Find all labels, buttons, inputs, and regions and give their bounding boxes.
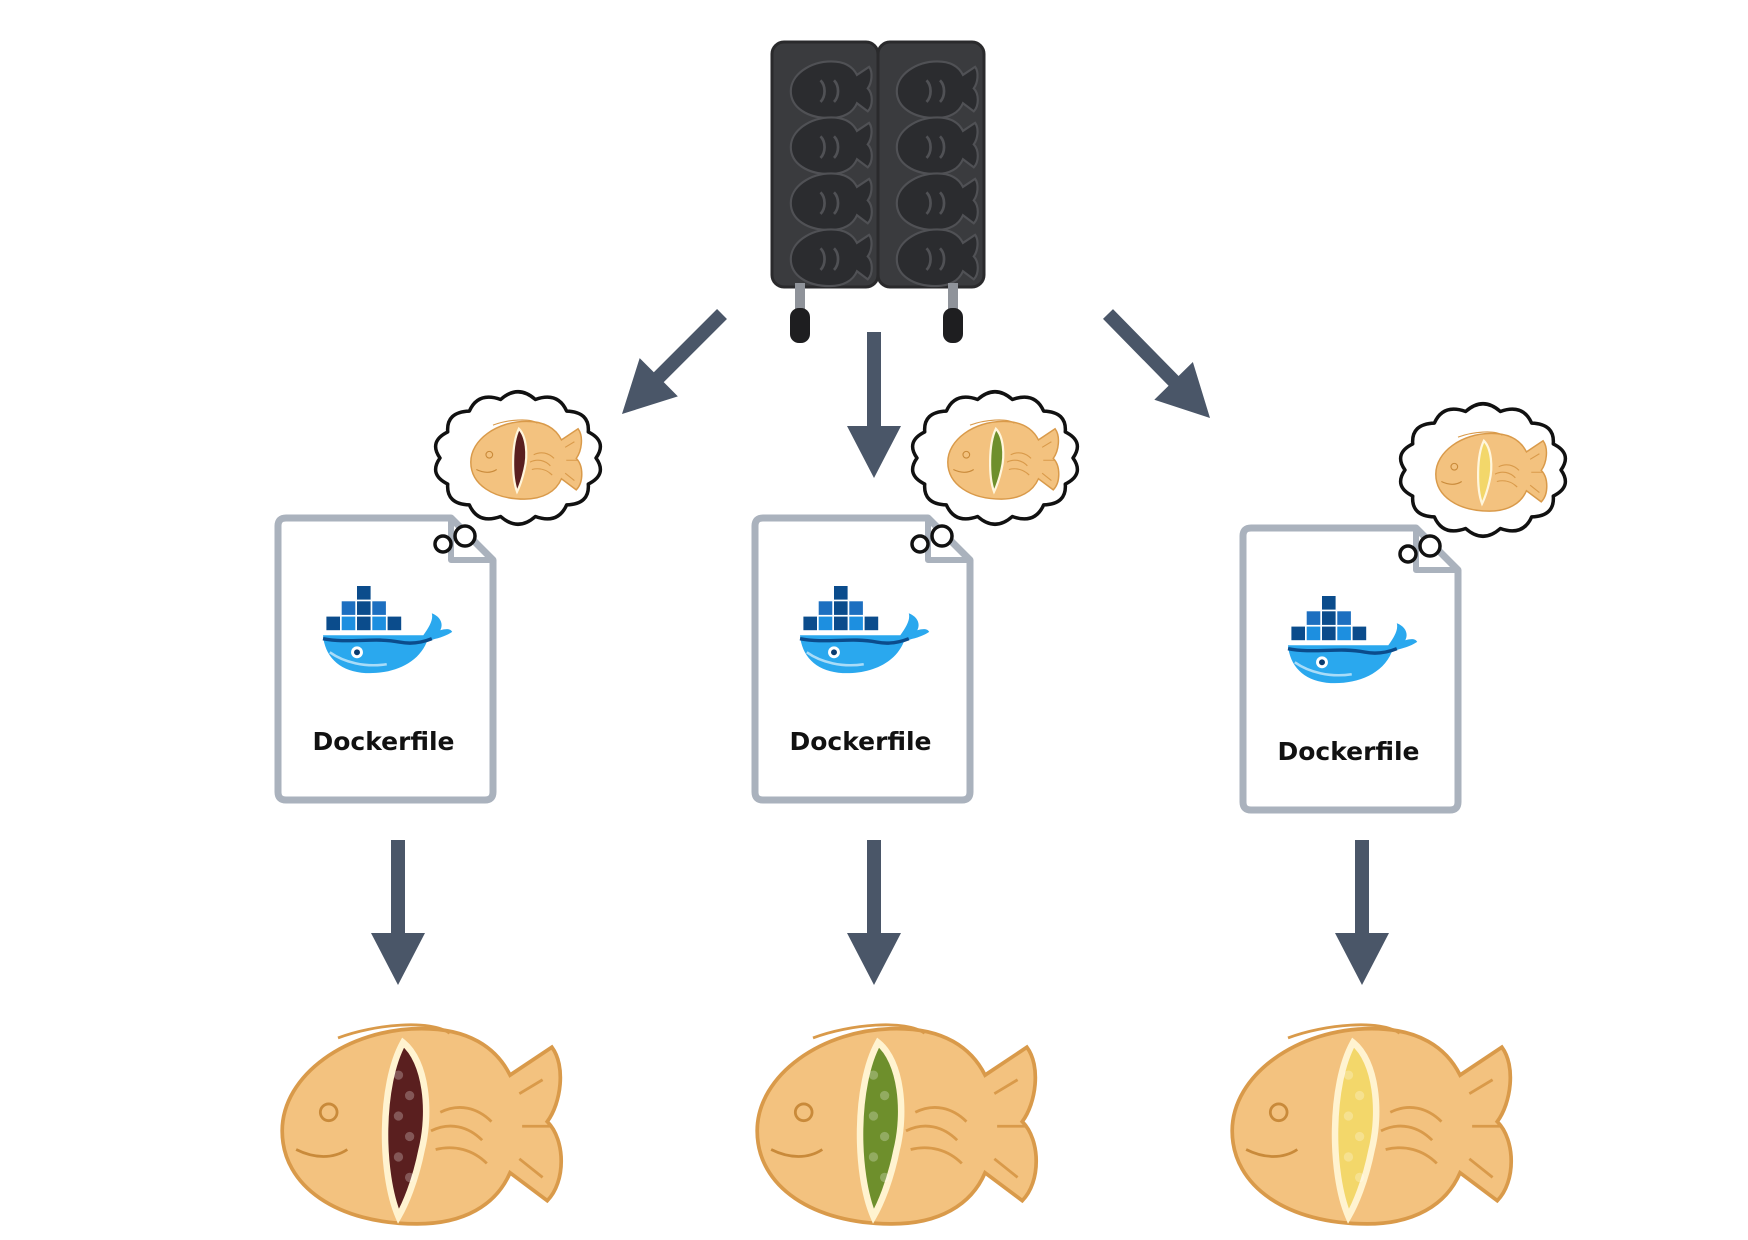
- taiyaki-filling: [381, 1037, 430, 1224]
- mold-cavity: [895, 60, 979, 120]
- mold-cavity: [895, 172, 979, 232]
- arrow: [847, 332, 901, 478]
- dockerfile-label: Dockerfile: [789, 727, 931, 756]
- arrow: [371, 840, 425, 985]
- taiyaki-filling: [856, 1037, 905, 1224]
- mold-cavity: [789, 228, 873, 288]
- taiyaki-icon: [755, 1022, 1039, 1226]
- taiyaki-icon: [1435, 431, 1548, 512]
- mold-cavity: [895, 228, 979, 288]
- dockerfile-group: Dockerfile Dockerfile Dockerfile: [274, 390, 1568, 814]
- arrow: [1103, 309, 1211, 419]
- mold-cavity: [895, 116, 979, 176]
- dockerfile-document: Dockerfile: [1239, 402, 1568, 814]
- taiyaki-filling: [1331, 1037, 1380, 1224]
- taiyaki-icon: [947, 419, 1060, 500]
- thought-bubble: [910, 390, 1080, 554]
- flow-arrows: [371, 309, 1389, 985]
- dockerfile-label: Dockerfile: [312, 727, 454, 756]
- arrow: [847, 840, 901, 985]
- taiyaki-mold-icon: [770, 40, 986, 343]
- dockerfile-document: Dockerfile: [751, 390, 1080, 804]
- thought-bubble: [433, 390, 603, 554]
- arrow: [1335, 840, 1389, 985]
- dockerfile-label: Dockerfile: [1277, 737, 1419, 766]
- arrow: [622, 309, 727, 414]
- taiyaki-icon: [280, 1022, 564, 1226]
- taiyaki-icon: [470, 419, 583, 500]
- taiyaki-group: [280, 1022, 1514, 1226]
- thought-bubble: [1398, 402, 1568, 564]
- taiyaki-icon: [1230, 1022, 1514, 1226]
- dockerfile-document: Dockerfile: [274, 390, 603, 804]
